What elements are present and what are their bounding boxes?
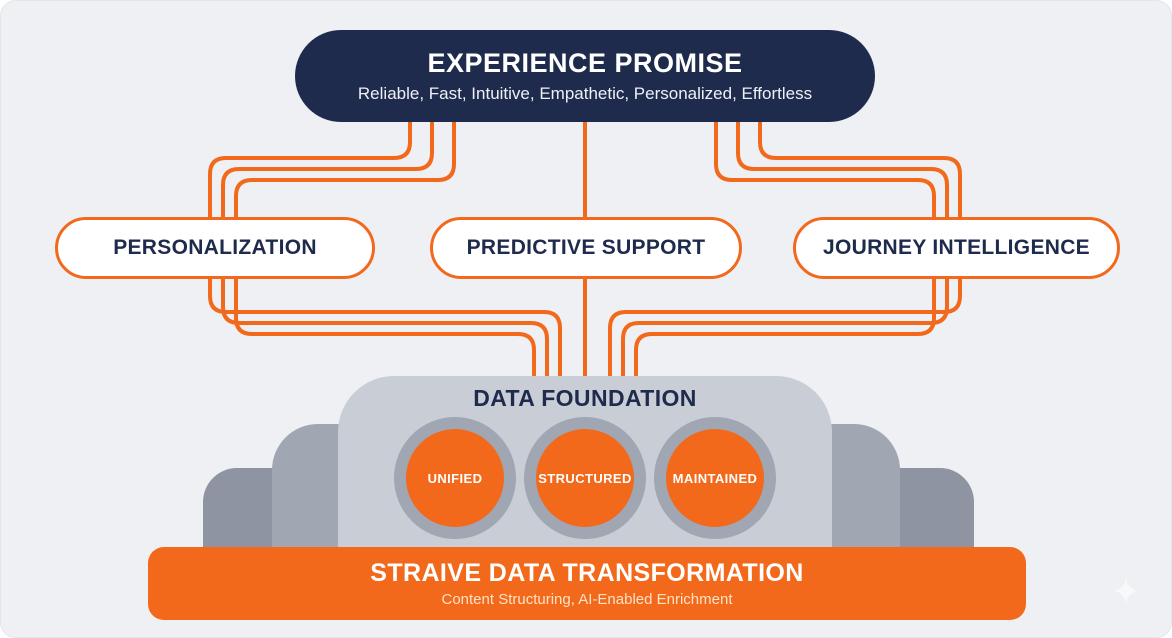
capability-label: STRUCTURED [538, 470, 632, 486]
pillar-label: JOURNEY INTELLIGENCE [823, 236, 1090, 259]
capability-label: UNIFIED [427, 470, 483, 486]
connector-bottom-right-1 [608, 278, 962, 392]
pillar-label: PERSONALIZATION [113, 236, 317, 259]
sparkle-icon: ✦ [1110, 571, 1142, 612]
connector-top-left-3 [234, 122, 456, 218]
connector-bottom-left-2 [221, 278, 549, 392]
transformation-bar: STRAIVE DATA TRANSFORMATION Content Stru… [148, 547, 1026, 620]
transformation-subtitle: Content Structuring, AI-Enabled Enrichme… [441, 591, 733, 608]
data-foundation-title: DATA FOUNDATION [473, 385, 697, 411]
connector-bottom-left-1 [208, 278, 562, 392]
connector-top-right-1 [758, 122, 962, 218]
pillar-journey-intelligence: JOURNEY INTELLIGENCE [793, 217, 1120, 279]
capability-ring-maintained: MAINTAINED [654, 417, 776, 539]
connector-bottom-right-3 [634, 278, 936, 392]
pillar-personalization: PERSONALIZATION [55, 217, 375, 279]
pillar-predictive-support: PREDICTIVE SUPPORT [430, 217, 742, 279]
transformation-title: STRAIVE DATA TRANSFORMATION [370, 559, 804, 587]
connector-bottom-right-2 [621, 278, 949, 392]
capability-ring-unified: UNIFIED [394, 417, 516, 539]
capability-ring-structured: STRUCTURED [524, 417, 646, 539]
connector-top-right-2 [736, 122, 949, 218]
capability-circle: MAINTAINED [666, 429, 764, 527]
connector-top-left-2 [221, 122, 434, 218]
connector-top-right-3 [714, 122, 936, 218]
capability-circle: STRUCTURED [536, 429, 634, 527]
connector-bottom-left-3 [234, 278, 536, 392]
capability-label: MAINTAINED [672, 470, 758, 486]
connector-top-left-1 [208, 122, 412, 218]
pillar-label: PREDICTIVE SUPPORT [466, 236, 706, 259]
capability-circle: UNIFIED [406, 429, 504, 527]
experience-promise-subtitle: Reliable, Fast, Intuitive, Empathetic, P… [357, 84, 813, 103]
experience-promise-box: EXPERIENCE PROMISE Reliable, Fast, Intui… [295, 30, 875, 122]
experience-promise-title: EXPERIENCE PROMISE [427, 48, 743, 78]
